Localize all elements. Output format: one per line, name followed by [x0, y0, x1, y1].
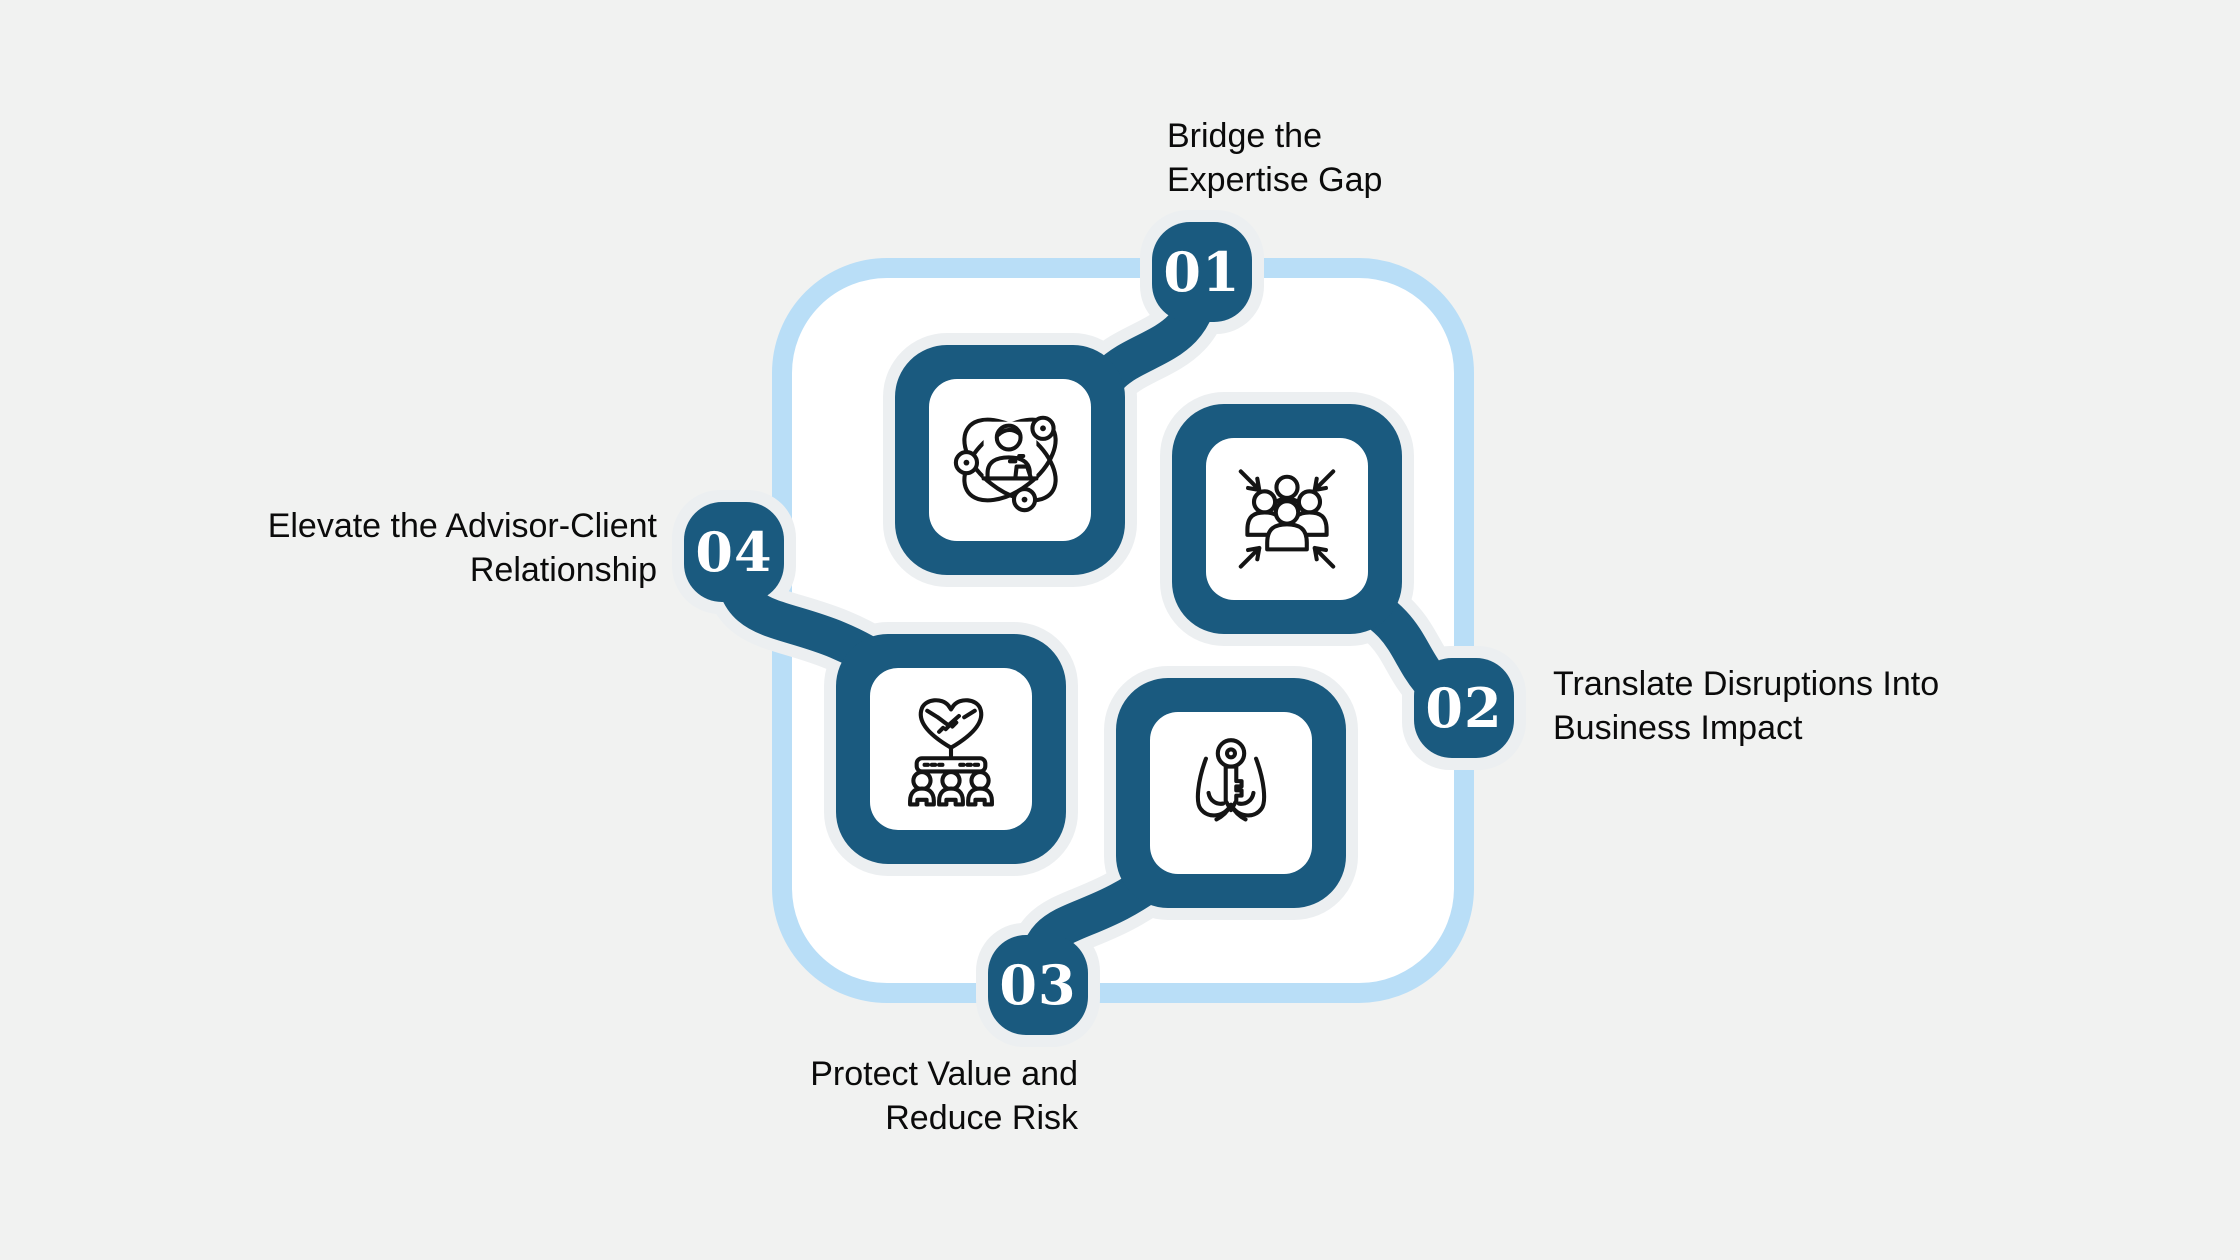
step-03-label: Protect Value and Reduce Risk	[810, 1055, 1078, 1137]
heart-handshake-team-icon	[908, 698, 994, 807]
step-03-number: 03	[999, 953, 1077, 1017]
step-04-label: Elevate the Advisor-Client Relationship	[267, 507, 657, 589]
step-03-badge	[988, 935, 1088, 1035]
badge-layer	[684, 222, 1514, 1035]
step-01-badge	[1152, 222, 1252, 322]
step-04-badge	[684, 502, 784, 602]
expert-network-icon	[953, 415, 1058, 513]
hands-holding-key-icon	[1195, 738, 1267, 822]
step-04-number: 04	[695, 520, 773, 584]
team-convergence-icon	[1238, 469, 1336, 569]
step-02-label: Translate Disruptions Into Business Impa…	[1553, 665, 1940, 747]
step-02-badge	[1414, 658, 1514, 758]
step-01-label: Bridge the Expertise Gap	[1167, 117, 1383, 199]
step-02-number: 02	[1425, 676, 1503, 740]
step-01-number: 01	[1163, 240, 1241, 304]
